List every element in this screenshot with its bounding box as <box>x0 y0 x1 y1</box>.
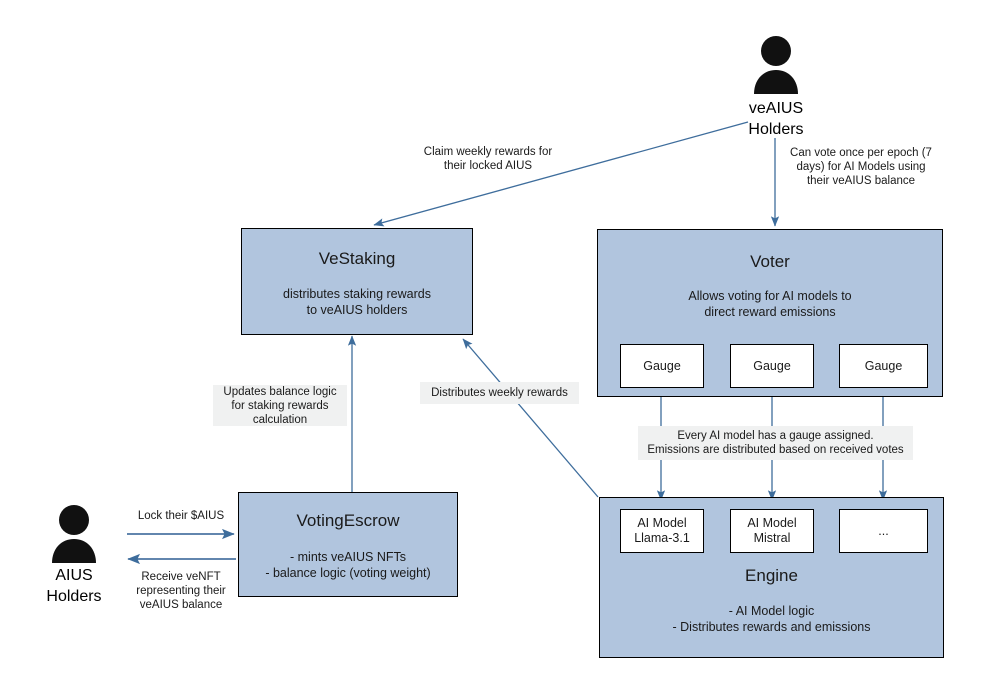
ai-model-box-3[interactable]: ... <box>839 509 928 553</box>
gauge-box-2-label: Gauge <box>753 358 791 373</box>
person-icon <box>754 36 798 94</box>
ai-model-box-1-label: AI Model Llama-3.1 <box>634 516 690 545</box>
gauge-box-1-label: Gauge <box>643 358 681 373</box>
gauge-box-3[interactable]: Gauge <box>839 344 928 388</box>
edge-label-can-vote: Can vote once per epoch (7 days) for AI … <box>790 147 932 187</box>
ai-model-box-2-label: AI Model Mistral <box>747 516 797 545</box>
gauge-box-3-label: Gauge <box>864 358 903 373</box>
node-vestaking-title: VeStaking <box>318 249 396 268</box>
edge-label-updates-balance: Updates balance logic for staking reward… <box>213 385 347 426</box>
gauge-box-2[interactable]: Gauge <box>730 344 814 388</box>
ai-model-box-2[interactable]: AI Model Mistral <box>730 509 814 553</box>
actor-aius-holders <box>46 503 102 565</box>
ai-model-box-1[interactable]: AI Model Llama-3.1 <box>620 509 704 553</box>
actor-veaius-holders <box>748 34 804 96</box>
edge-label-distributes-weekly: Distributes weekly rewards <box>420 382 579 404</box>
node-vestaking-desc: distributes staking rewards to veAIUS ho… <box>283 287 431 317</box>
node-voter-desc: Allows voting for AI models to direct re… <box>688 289 852 319</box>
node-engine-title: Engine <box>745 566 798 585</box>
actor-veaius-holders-label: veAIUS Holders <box>748 100 804 138</box>
edge-label-gauge-assigned: Every AI model has a gauge assigned. Emi… <box>638 426 913 460</box>
gauge-box-1[interactable]: Gauge <box>620 344 704 388</box>
ai-model-box-3-label: ... <box>878 523 889 538</box>
edge-label-claim-rewards: Claim weekly rewards for their locked AI… <box>423 146 553 172</box>
node-engine-desc: - AI Model logic - Distributes rewards a… <box>672 604 871 634</box>
node-votingescrow-desc: - mints veAIUS NFTs - balance logic (vot… <box>265 550 431 580</box>
node-votingescrow[interactable]: VotingEscrow - mints veAIUS NFTs - balan… <box>238 492 458 597</box>
node-voter-title: Voter <box>750 252 790 271</box>
node-votingescrow-title: VotingEscrow <box>296 511 400 530</box>
edge-engine-to-vestaking <box>462 338 599 498</box>
edge-label-lock-aius: Lock their $AIUS <box>137 510 225 522</box>
node-vestaking[interactable]: VeStaking distributes staking rewards to… <box>241 228 473 335</box>
actor-aius-holders-label: AIUS Holders <box>46 567 102 605</box>
person-icon <box>52 505 96 563</box>
edge-label-receive-venft: Receive veNFT representing their veAIUS … <box>136 571 226 611</box>
